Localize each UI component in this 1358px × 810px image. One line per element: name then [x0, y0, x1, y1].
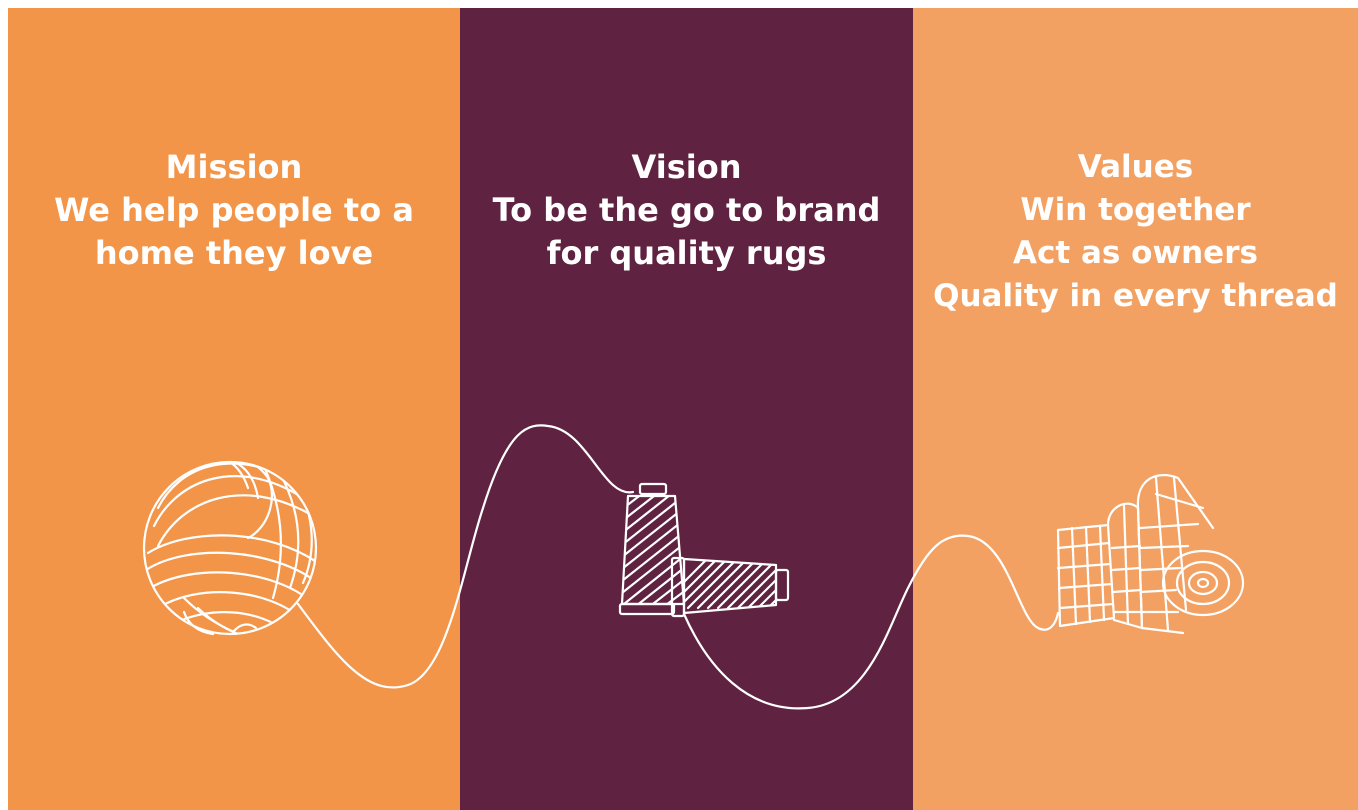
mission-line-2: home they love	[94, 234, 374, 272]
vision-title: Vision	[631, 148, 742, 186]
values-line-1: Win together	[1020, 192, 1251, 228]
values-panel: Values Win together Act as owners Qualit…	[913, 8, 1358, 810]
vision-line-2: for quality rugs	[546, 234, 827, 272]
mission-line-1: We help people to a	[54, 191, 414, 229]
mission-vision-values-diagram: Mission We help people to a home they lo…	[8, 8, 1358, 810]
mission-title: Mission	[165, 148, 303, 186]
values-title: Values	[1077, 149, 1194, 185]
vision-heading: Vision To be the go to brand for quality…	[460, 146, 913, 275]
vision-line-1: To be the go to brand	[492, 191, 881, 229]
values-line-2: Act as owners	[1013, 235, 1258, 271]
mission-panel: Mission We help people to a home they lo…	[8, 8, 460, 810]
values-heading: Values Win together Act as owners Qualit…	[913, 146, 1358, 318]
mission-heading: Mission We help people to a home they lo…	[8, 146, 460, 275]
values-line-3: Quality in every thread	[933, 278, 1338, 314]
vision-panel: Vision To be the go to brand for quality…	[460, 8, 913, 810]
